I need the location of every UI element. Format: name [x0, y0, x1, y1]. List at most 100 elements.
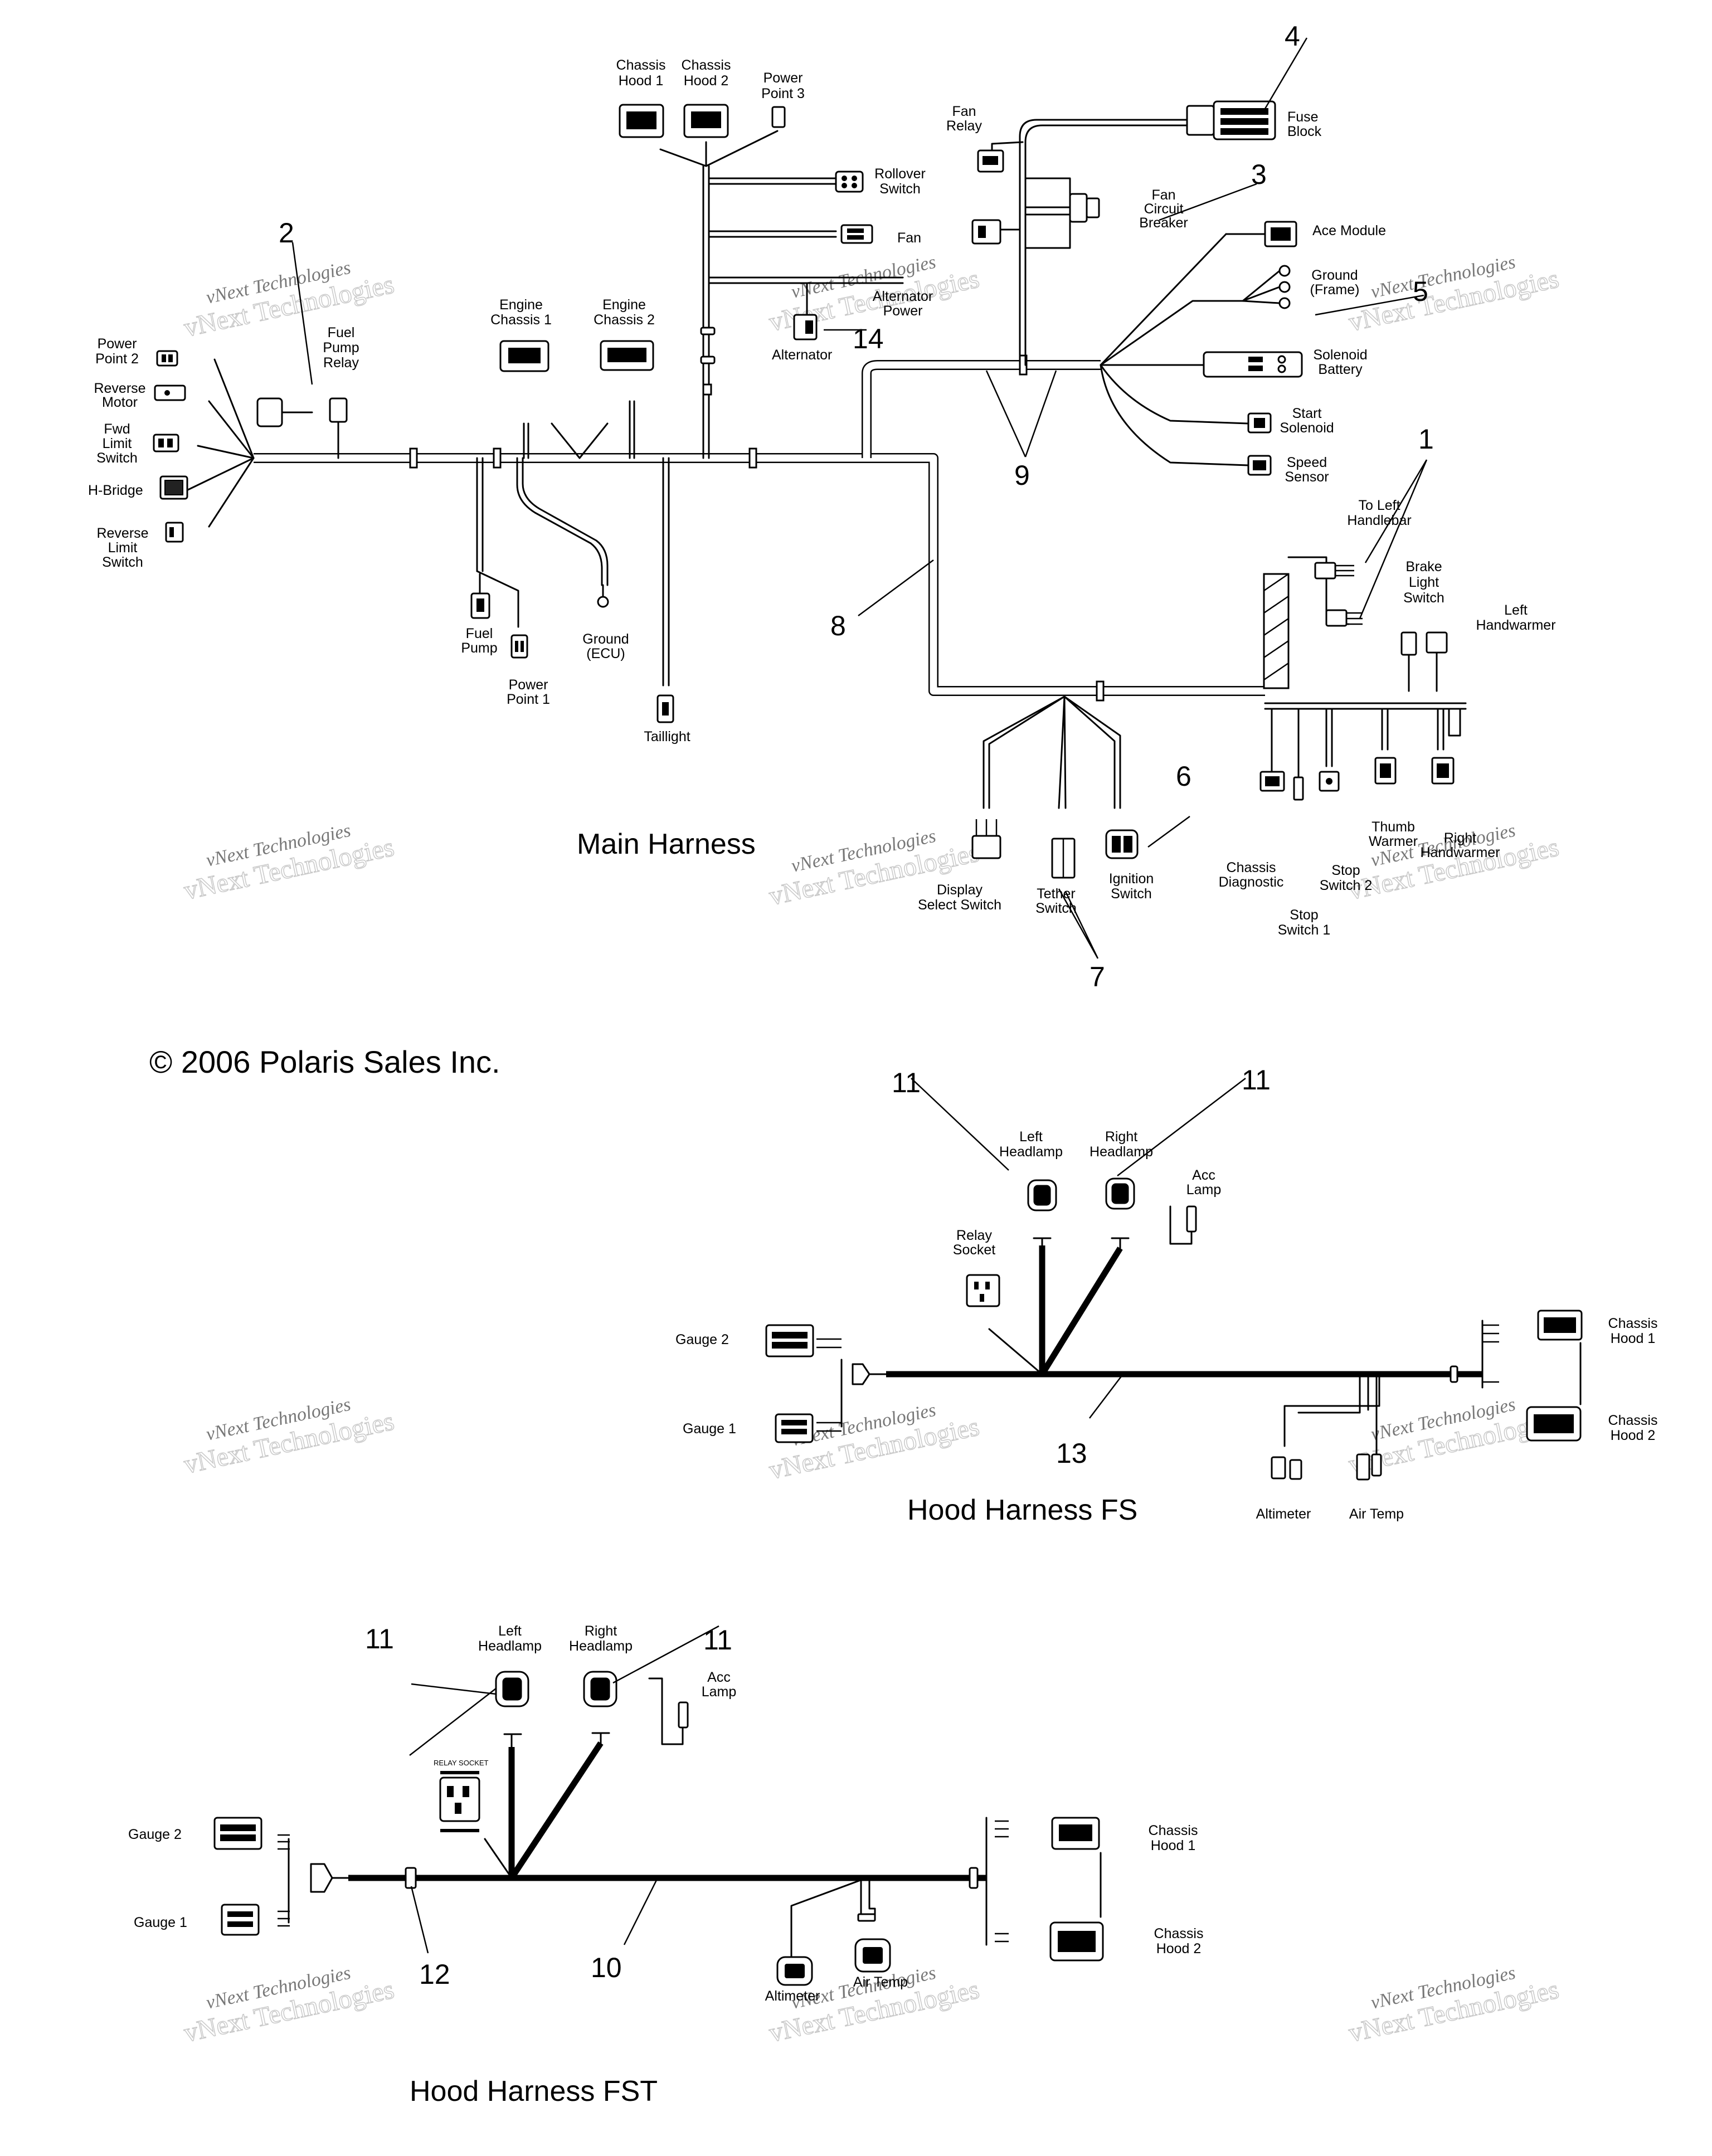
watermark: vNext Technologies vNext Technologies [181, 820, 397, 906]
hood-fst-right-clip [969, 1817, 1009, 1946]
left-handlebar-connector-2 [1325, 609, 1363, 627]
hood-fst-label-gauge-1: Gauge 1 [134, 1915, 187, 1930]
right-engine-fanout [1100, 221, 1303, 476]
engine-chassis-branch [499, 340, 654, 459]
engine-branch-tube [862, 360, 1101, 458]
hood-fs-relay-socket-connector [966, 1274, 1000, 1307]
hood-fs-gauge-1-connector [775, 1413, 814, 1443]
fan-relay-socket [971, 219, 1001, 245]
hood-fs-label-gauge-2: Gauge 2 [675, 1332, 729, 1347]
fan-circuit-breaker-connector [1069, 193, 1100, 223]
hood-fst-label-air-temp: Air Temp [853, 1974, 908, 1990]
hood-fst-label-gauge-2: Gauge 2 [128, 1827, 182, 1842]
hood-fs-label-altimeter: Altimeter [1256, 1506, 1311, 1522]
alternator-connector [793, 314, 818, 340]
fuel-pump-relay-connector [329, 397, 348, 423]
hood-fst-gauge-2-connector [213, 1817, 262, 1850]
lower-drops [470, 457, 674, 723]
hood-fst-chassis-hood-2-connector [1049, 1921, 1104, 1962]
hood-fs-callout-11-right: 11 [1242, 1064, 1271, 1096]
hood-fst-right-headlamp-connector [583, 1671, 617, 1744]
main-harness-title: Main Harness [577, 828, 756, 860]
hood-fs-title: Hood Harness FS [907, 1494, 1137, 1526]
hood-fst-left-plug [278, 1834, 349, 1927]
label-ground-frame: Ground(Frame) [1310, 267, 1360, 298]
chassis-hood-1-connector [619, 104, 664, 138]
fuel-pump-relay-body [256, 397, 283, 427]
hood-fs-label-gauge-1: Gauge 1 [683, 1421, 736, 1437]
top-center-branch [619, 104, 904, 459]
chassis-diagnostic-connector [1259, 771, 1285, 792]
ignition-switch-connector [1105, 829, 1139, 859]
watermark: vNext Technologies vNext Technologies [1346, 252, 1562, 338]
hood-fst-callout-11-left: 11 [365, 1623, 394, 1654]
fan-relay-connector [977, 149, 1004, 173]
callout-7: 7 [1090, 961, 1105, 992]
left-breakout [186, 358, 348, 528]
reverse-limit-switch-connector [165, 522, 184, 543]
bottom-breakout [971, 695, 1139, 879]
hood-fs-label-air-temp: Air Temp [1349, 1506, 1404, 1522]
clip [493, 447, 502, 469]
engine-branch-tube-fill [863, 361, 1101, 458]
hood-fs-sensor-branch [1271, 1373, 1382, 1481]
main-harness-trunk [254, 453, 1265, 696]
rollover-switch-connector [835, 171, 864, 193]
clip [748, 447, 757, 469]
chassis-hood-2-connector [683, 104, 729, 138]
fuel-pump-connector [470, 592, 490, 619]
solenoid-battery-connector [1203, 351, 1303, 378]
power-point-2-connector [156, 350, 178, 367]
hood-fst-acc-lamp-connector [648, 1677, 689, 1745]
callout-3: 3 [1251, 159, 1267, 190]
power-point-1-connector [510, 634, 528, 659]
hood-fs-right-headlamp-connector [1105, 1177, 1135, 1249]
label-h-bridge: H-Bridge [88, 483, 143, 498]
watermark: vNext Technologies vNext Technologies [181, 1963, 397, 2048]
callout-4: 4 [1285, 21, 1300, 52]
hood-fs-callout-13: 13 [1056, 1438, 1087, 1469]
ground-frame-connector [1242, 265, 1291, 309]
hood-fst-sensor-branch [790, 1877, 876, 1957]
hood-fs-gauge-2-connector [765, 1324, 814, 1357]
hood-fst-label-altimeter: Altimeter [765, 1988, 820, 2004]
left-handlebar-connector-1 [1314, 562, 1354, 580]
speed-sensor-connector [1247, 455, 1272, 476]
start-solenoid-connector [1247, 412, 1272, 434]
callout-5: 5 [1413, 276, 1428, 307]
hood-fs-acc-lamp-connector [1169, 1205, 1197, 1245]
engine-chassis-2-connector [600, 340, 654, 371]
hood-fs-chassis-hood-1-connector [1537, 1310, 1583, 1341]
label-fan: Fan [897, 230, 921, 246]
main-callout-leaders [291, 37, 1428, 959]
callout-14: 14 [853, 323, 884, 354]
display-select-switch-connector [971, 819, 1001, 859]
